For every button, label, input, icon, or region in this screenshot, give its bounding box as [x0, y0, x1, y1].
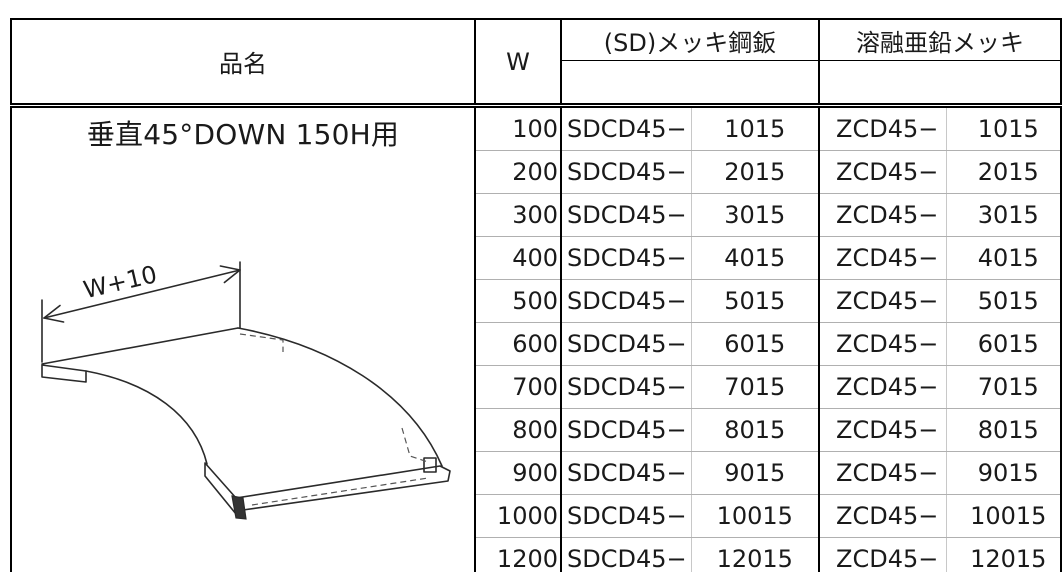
zn-prefix-cell: ZCD45−: [819, 494, 947, 538]
zn-prefix-cell: ZCD45−: [819, 451, 947, 495]
table-row: 400 SDCD45− 4015 ZCD45− 4015: [11, 236, 1063, 280]
width-cell: 500: [475, 279, 562, 323]
product-spec-table: 品名 W (SD)メッキ鋼鈑 溶融亜鉛メッキ 垂直45°DOWN 150H用 1…: [10, 18, 1063, 572]
sd-code-cell: 8015: [691, 408, 821, 452]
zn-code-cell: 6015: [946, 322, 1063, 366]
sd-code-cell: 1015: [691, 105, 821, 151]
sd-code-cell: 5015: [691, 279, 821, 323]
table-row: 300 SDCD45− 3015 ZCD45− 3015: [11, 193, 1063, 237]
zn-prefix-cell: ZCD45−: [819, 322, 947, 366]
zn-code-cell: 8015: [946, 408, 1063, 452]
zn-prefix-cell: ZCD45−: [819, 537, 947, 572]
width-cell: 1200: [475, 537, 562, 572]
sd-prefix-cell: SDCD45−: [561, 408, 692, 452]
zn-code-cell: 12015: [946, 537, 1063, 572]
width-cell: 700: [475, 365, 562, 409]
sd-prefix-cell: SDCD45−: [561, 236, 692, 280]
sd-code-cell: 10015: [691, 494, 821, 538]
sd-code-cell: 2015: [691, 150, 821, 194]
zn-code-cell: 1015: [946, 105, 1063, 151]
sd-prefix-cell: SDCD45−: [561, 322, 692, 366]
width-cell: 300: [475, 193, 562, 237]
sd-prefix-cell: SDCD45−: [561, 105, 692, 151]
product-cell: 垂直45°DOWN 150H用: [10, 105, 476, 572]
width-cell: 400: [475, 236, 562, 280]
zn-prefix-cell: ZCD45−: [819, 150, 947, 194]
width-cell: 1000: [475, 494, 562, 538]
table-row: 700 SDCD45− 7015 ZCD45− 7015: [11, 365, 1063, 409]
header-row: 品名 W (SD)メッキ鋼鈑 溶融亜鉛メッキ: [10, 18, 1063, 108]
width-cell: 800: [475, 408, 562, 452]
width-cell: 100: [475, 105, 562, 151]
sd-code-cell: 12015: [691, 537, 821, 572]
header-zn-sub-cell: [819, 60, 1063, 108]
header-width: W: [475, 18, 562, 108]
zn-prefix-cell: ZCD45−: [819, 193, 947, 237]
zn-code-cell: 4015: [946, 236, 1063, 280]
sd-code-cell: 7015: [691, 365, 821, 409]
table-row: 900 SDCD45− 9015 ZCD45− 9015: [11, 451, 1063, 495]
zn-prefix-cell: ZCD45−: [819, 279, 947, 323]
table-row: 500 SDCD45− 5015 ZCD45− 5015: [11, 279, 1063, 323]
sd-code-cell: 4015: [691, 236, 821, 280]
table-row: 1200 SDCD45− 12015 ZCD45− 12015: [11, 537, 1063, 572]
sd-prefix-cell: SDCD45−: [561, 451, 692, 495]
zn-code-cell: 7015: [946, 365, 1063, 409]
zn-code-cell: 2015: [946, 150, 1063, 194]
table-row: 1000 SDCD45− 10015 ZCD45− 10015: [11, 494, 1063, 538]
zn-prefix-cell: ZCD45−: [819, 236, 947, 280]
width-cell: 900: [475, 451, 562, 495]
product-name: 垂直45°DOWN 150H用: [86, 118, 400, 151]
zn-code-cell: 10015: [946, 494, 1063, 538]
sd-prefix-cell: SDCD45−: [561, 279, 692, 323]
width-cell: 200: [475, 150, 562, 194]
header-hot-dip-zinc: 溶融亜鉛メッキ: [819, 18, 1063, 61]
table-row: 垂直45°DOWN 150H用 100 SDCD45− 1015 ZCD45− …: [10, 105, 1063, 572]
header-subrow: [11, 60, 1063, 108]
sd-code-cell: 9015: [691, 451, 821, 495]
header-sd-sub-cell: [561, 60, 821, 108]
sd-prefix-cell: SDCD45−: [561, 494, 692, 538]
zn-code-cell: 5015: [946, 279, 1063, 323]
zn-code-cell: 3015: [946, 193, 1063, 237]
zn-prefix-cell: ZCD45−: [819, 408, 947, 452]
sd-prefix-cell: SDCD45−: [561, 365, 692, 409]
sd-prefix-cell: SDCD45−: [561, 193, 692, 237]
sd-code-cell: 3015: [691, 193, 821, 237]
sd-code-cell: 6015: [691, 322, 821, 366]
zn-code-cell: 9015: [946, 451, 1063, 495]
table-row: 600 SDCD45− 6015 ZCD45− 6015: [11, 322, 1063, 366]
table-row: 200 SDCD45− 2015 ZCD45− 2015: [11, 150, 1063, 194]
table-row: 800 SDCD45− 8015 ZCD45− 8015: [11, 408, 1063, 452]
header-sd-steel: (SD)メッキ鋼鈑: [561, 18, 821, 61]
zn-prefix-cell: ZCD45−: [819, 105, 947, 151]
sd-prefix-cell: SDCD45−: [561, 537, 692, 572]
sd-prefix-cell: SDCD45−: [561, 150, 692, 194]
zn-prefix-cell: ZCD45−: [819, 365, 947, 409]
header-product-name: 品名: [10, 18, 476, 108]
width-cell: 600: [475, 322, 562, 366]
